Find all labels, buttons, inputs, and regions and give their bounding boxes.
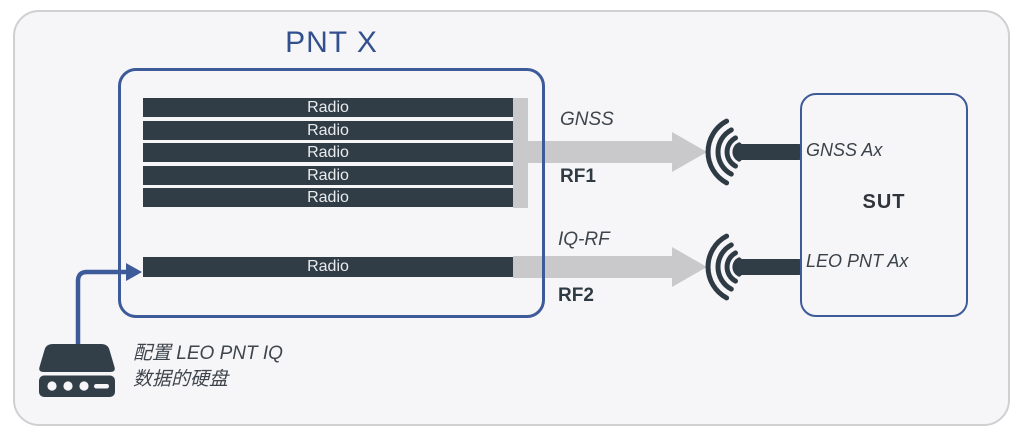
radio-stack: Radio Radio Radio Radio Radio xyxy=(143,98,513,207)
sut-title: SUT xyxy=(862,191,906,213)
disk-caption: 配置 LEO PNT IQ 数据的硬盘 xyxy=(133,341,283,393)
gnss-ax-label: GNSS Ax xyxy=(806,140,883,160)
disk-caption-line1: 配置 LEO PNT IQ xyxy=(133,343,283,364)
radio-module: Radio xyxy=(143,165,513,185)
iqrf-signal-label: IQ-RF xyxy=(558,229,610,250)
gnss-signal-label: GNSS xyxy=(560,109,614,130)
pntx-box xyxy=(118,68,545,318)
radio-module: Radio xyxy=(143,98,513,117)
radio-module: Radio xyxy=(143,120,513,140)
rf-combiner-bar xyxy=(513,98,528,208)
pntx-title: PNT X xyxy=(285,26,378,59)
rf2-port-label: RF2 xyxy=(558,285,594,306)
rf1-port-label: RF1 xyxy=(560,166,596,187)
diagram-frame xyxy=(13,10,1010,426)
leo-pnt-ax-label: LEO PNT Ax xyxy=(806,251,909,271)
sut-box xyxy=(800,93,968,317)
disk-caption-line2: 数据的硬盘 xyxy=(133,369,229,390)
radio-module: Radio xyxy=(143,143,513,162)
radio-module-iq: Radio xyxy=(143,257,513,277)
radio-module: Radio xyxy=(143,188,513,207)
